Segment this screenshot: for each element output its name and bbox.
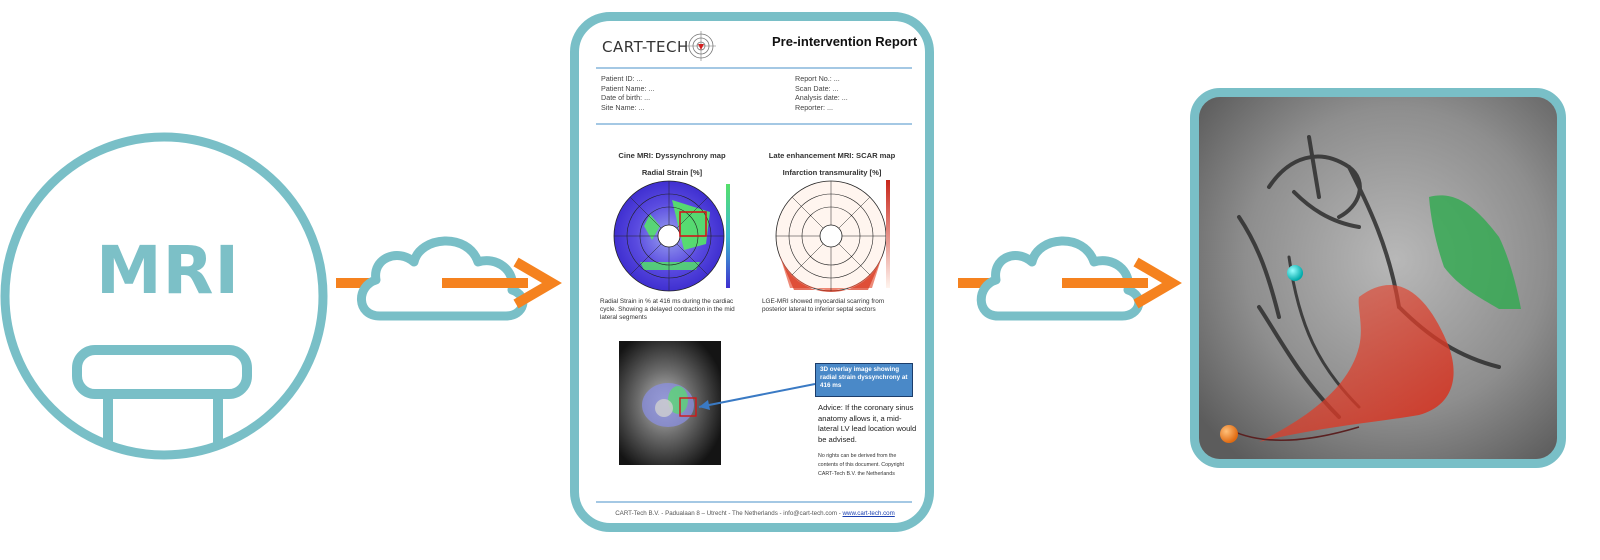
field-report-no: Report No.: ... — [795, 74, 840, 83]
strain-color-scale — [726, 184, 730, 288]
scanner-table-top — [72, 345, 252, 399]
report-footer: CART-Tech B.V. - Padualaan 8 – Utrecht -… — [600, 510, 910, 517]
cine-section-subtitle: Radial Strain [%] — [641, 168, 703, 177]
mri-scanner-icon — [0, 132, 328, 460]
overlay-callout: 3D overlay image showing radial strain d… — [815, 363, 913, 397]
radial-strain-bullseye — [613, 180, 730, 292]
highlight-box — [679, 211, 707, 237]
arrow-head-icon — [513, 257, 562, 309]
field-reporter: Reporter: ... — [795, 102, 833, 112]
fluoroscopy-overlay-frame — [1190, 88, 1566, 468]
crosshair-logo-icon — [686, 31, 716, 61]
arrow-head-icon — [1133, 257, 1182, 309]
cloud-arrow-1 — [336, 236, 562, 321]
report-fields: Report No.: ... Scan Date: ... Analysis … — [795, 74, 848, 112]
cloud-arrow-2 — [958, 236, 1182, 321]
report-brand: CART-TECH — [602, 38, 689, 56]
scanner-table-base — [103, 392, 223, 455]
field-analysis-date: Analysis date: ... — [795, 93, 848, 103]
field-date-of-birth: Date of birth: ... — [601, 93, 651, 103]
lge-caption: LGE-MRI showed myocardial scarring from … — [762, 298, 885, 314]
target-lead-region — [1429, 195, 1521, 309]
mri-label: MRI — [95, 232, 241, 309]
scar-bullseye — [775, 180, 890, 293]
cloud-icon — [976, 236, 1144, 321]
scar-color-scale — [886, 180, 890, 288]
rights-notice: No rights can be derived from the conten… — [818, 453, 904, 477]
field-site-name: Site Name: ... — [601, 102, 645, 112]
highlight-box — [679, 397, 697, 417]
fluoroscopy-overlay-image — [1199, 97, 1557, 459]
cyan-marker-icon — [1287, 265, 1303, 281]
cine-section-title: Cine MRI: Dyssynchrony map — [618, 151, 726, 160]
advice-text: Advice: If the coronary sinus anatomy al… — [818, 403, 917, 444]
footer-website-link[interactable]: www.cart-tech.com — [842, 510, 895, 517]
cardiac-mri-image — [619, 341, 816, 465]
field-scan-date: Scan Date: ... — [795, 83, 839, 93]
callout-pointer — [698, 383, 816, 408]
cine-caption: Radial Strain in % at 416 ms during the … — [600, 298, 735, 322]
footer-address: CART-Tech B.V. - Padualaan 8 – Utrecht -… — [615, 510, 843, 517]
lge-section-title: Late enhancement MRI: SCAR map — [768, 151, 896, 160]
orange-marker-icon — [1220, 425, 1238, 443]
field-patient-id: Patient ID: ... — [601, 74, 643, 83]
scar-overlay-region — [1259, 285, 1454, 442]
field-patient-name: Patient Name: ... — [601, 83, 655, 93]
report-title: Pre-intervention Report — [772, 34, 918, 49]
patient-fields: Patient ID: ... Patient Name: ... Date o… — [601, 74, 655, 112]
lge-section-subtitle: Infarction transmurality [%] — [782, 168, 882, 177]
